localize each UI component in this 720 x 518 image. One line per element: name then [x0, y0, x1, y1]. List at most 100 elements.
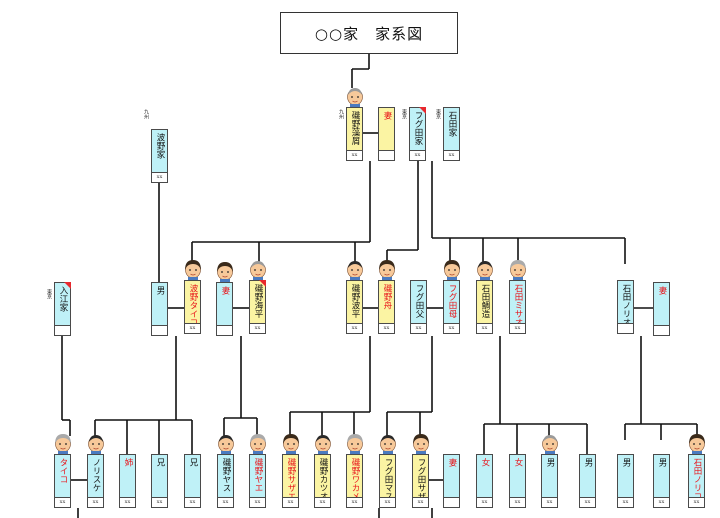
person-age: ⅹⅹ: [510, 323, 525, 333]
person-card: 磯野藻屑 ⅹⅹ: [346, 107, 363, 161]
person-card: フグ田マスオⅹⅹ: [379, 454, 396, 508]
person-age: ⅹⅹ: [380, 497, 395, 507]
woman-face-icon: [379, 260, 395, 280]
person-card: 男: [151, 282, 168, 336]
person-name: フグ田母: [447, 284, 457, 318]
region-note: 九州: [143, 109, 149, 119]
red-corner-marker: [419, 107, 426, 114]
person-age: ⅹⅹ: [347, 323, 362, 333]
person-age: ⅹⅹ: [689, 497, 704, 507]
woman-face-icon: [413, 434, 429, 454]
person-name: タイコ: [58, 458, 68, 484]
person-name: 妻: [657, 286, 667, 295]
person-age: ⅹⅹ: [654, 497, 669, 507]
person-age: ⅹⅹ: [444, 150, 459, 160]
red-corner-marker: [64, 282, 71, 289]
person-name: 石田家: [447, 111, 457, 137]
person-age: ⅹⅹ: [55, 497, 70, 507]
diagram-title: ○○家 家系図: [280, 12, 458, 54]
person-name: 磯野カツオ: [318, 458, 328, 501]
person-age: ⅹⅹ: [347, 497, 362, 507]
person-name: 磯野サザエ: [286, 458, 296, 501]
woman-face-icon: [510, 260, 526, 280]
red-corner-marker: [259, 280, 266, 287]
person-name: 石田鯛造: [480, 284, 490, 318]
person-name: フグ田マスオ: [383, 458, 393, 501]
person-card: 男 ⅹⅹ: [579, 454, 596, 508]
person-name: 石田ノリコ: [692, 458, 702, 501]
person-name: 石田ミサオ: [513, 284, 523, 327]
person-name: 兄: [155, 458, 165, 467]
person-age: [152, 325, 167, 335]
person-age: ⅹⅹ: [218, 497, 233, 507]
person-age: ⅹⅹ: [250, 497, 265, 507]
person-age: ⅹⅹ: [347, 150, 362, 160]
woman-face-icon: [217, 262, 233, 282]
person-age: ⅹⅹ: [185, 323, 200, 333]
person-name: 男: [657, 458, 667, 467]
person-age: ⅹⅹ: [152, 497, 167, 507]
person-name: 石田ノリオ: [621, 284, 631, 327]
person-name: 入江家: [58, 286, 68, 312]
person-card: タイコ ⅹⅹ: [54, 454, 71, 508]
region-note: 東京: [401, 109, 407, 119]
woman-face-icon: [55, 434, 71, 454]
person-name: 妻: [220, 286, 230, 295]
man-face-icon: [542, 435, 558, 454]
man-face-icon: [218, 435, 234, 454]
person-age: ⅹⅹ: [411, 323, 426, 333]
person-name: 磯野波平: [350, 284, 360, 318]
person-age: ⅹⅹ: [542, 497, 557, 507]
person-name: 姉: [123, 458, 133, 467]
person-age: [444, 497, 459, 507]
person-age: ⅹⅹ: [283, 497, 298, 507]
person-age: ⅹⅹ: [413, 497, 428, 507]
person-card: 兄 ⅹⅹ: [151, 454, 168, 508]
person-name: 男: [583, 458, 593, 467]
person-name: 女: [513, 458, 523, 467]
man-face-icon: [315, 435, 331, 454]
person-age: ⅹⅹ: [315, 497, 330, 507]
person-age: ⅹⅹ: [580, 497, 595, 507]
man-face-icon: [250, 261, 266, 280]
person-age: ⅹⅹ: [477, 323, 492, 333]
region-note: 東京: [435, 109, 441, 119]
person-card: 入江家: [54, 282, 71, 336]
person-card: 男 ⅹⅹ: [617, 454, 634, 508]
person-age: ⅹⅹ: [618, 497, 633, 507]
person-name: 波野家: [155, 133, 165, 159]
woman-face-icon: [185, 260, 201, 280]
person-name: フグ田サザエ: [416, 458, 426, 501]
person-age: [217, 325, 232, 335]
woman-face-icon: [250, 434, 266, 454]
woman-face-icon: [347, 434, 363, 454]
region-note: 九州: [338, 109, 344, 119]
person-card: 石田鯛造 ⅹⅹ: [476, 280, 493, 334]
person-name: ノリスケ: [91, 458, 101, 492]
person-name: 妻: [382, 111, 392, 120]
person-age: [55, 325, 70, 335]
person-age: ⅹⅹ: [477, 497, 492, 507]
person-name: 磯野舟: [382, 284, 392, 310]
man-face-icon: [347, 261, 363, 280]
person-card: 石田ノリオ: [617, 280, 634, 334]
person-card: 石田家 ⅹⅹ: [443, 107, 460, 161]
man-face-icon: [477, 261, 493, 280]
person-age: ⅹⅹ: [88, 497, 103, 507]
person-name: 男: [621, 458, 631, 467]
person-name: 磯野藻屑: [350, 111, 360, 145]
